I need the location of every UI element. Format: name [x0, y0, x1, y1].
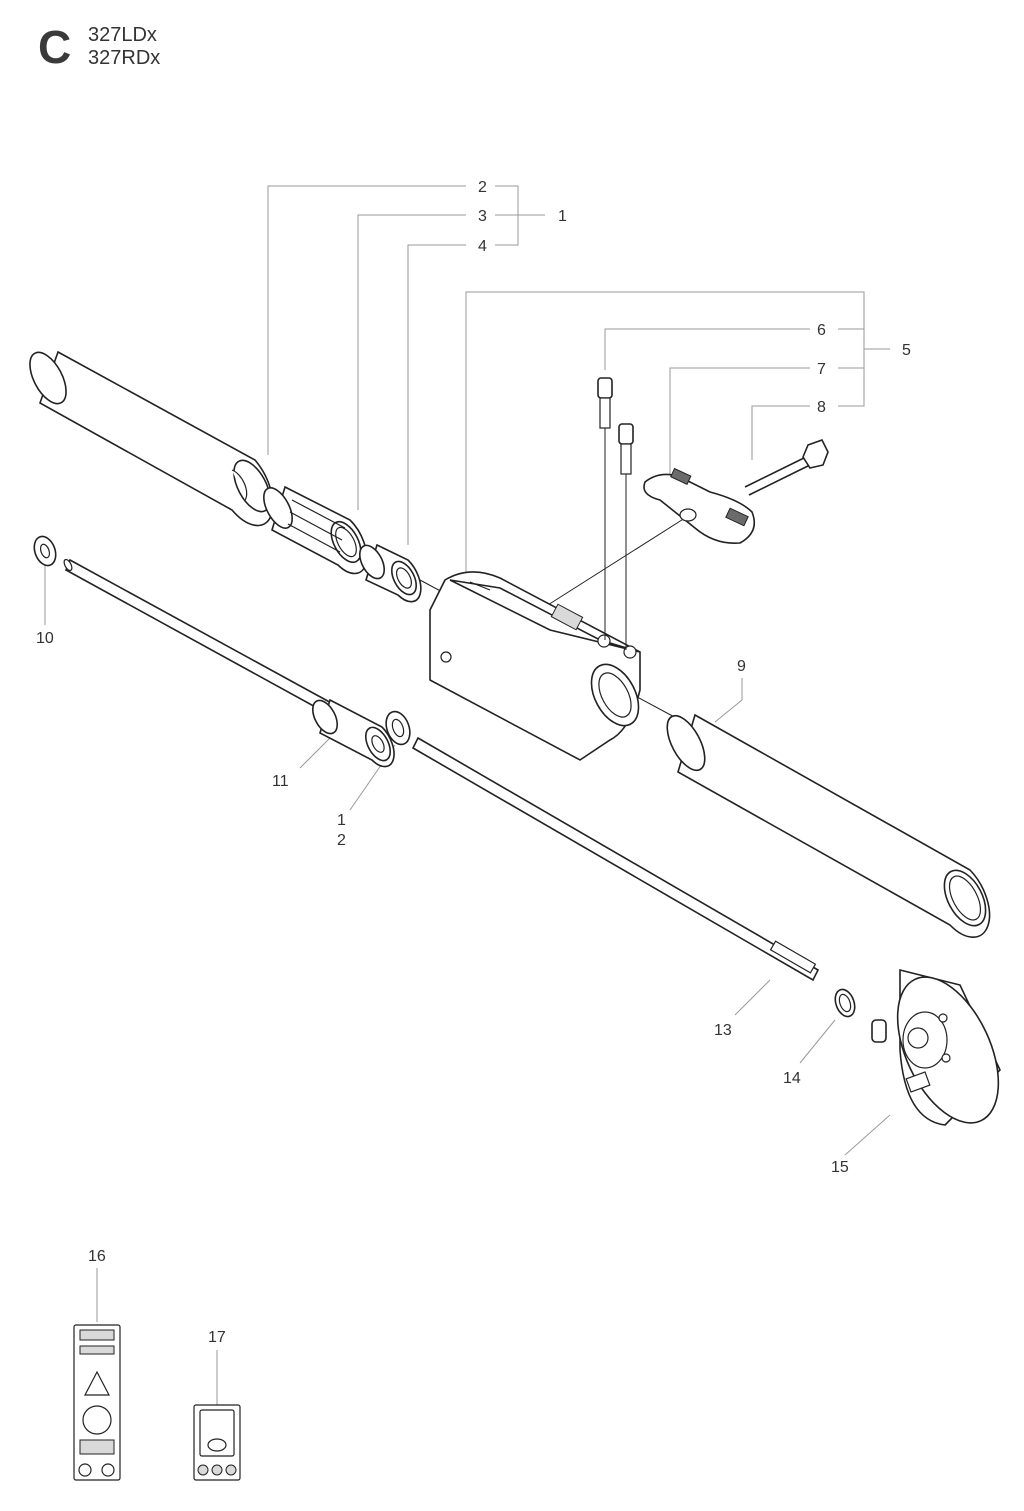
bearing-cage: [263, 485, 368, 575]
eco-decal: [193, 1404, 241, 1481]
callout-2-bottom: 2: [337, 832, 346, 849]
screw-2: [618, 423, 634, 650]
clamp-knob: [643, 467, 756, 545]
callout-4: 4: [478, 238, 487, 255]
callout-5: 5: [902, 342, 911, 359]
shaft-sleeve: [311, 698, 395, 768]
callout-8: 8: [817, 399, 826, 416]
upper-shaft-tube: [29, 350, 274, 527]
callout-13: 13: [714, 1022, 732, 1039]
callout-labels: 2 3 1 4 6 5 7 8 10 9 11 1 2 13 14 15 16 …: [36, 179, 911, 1346]
leader-lines: [44, 185, 891, 1405]
drive-shaft-upper: [63, 558, 337, 717]
callout-11: 11: [272, 773, 289, 790]
callout-1-top: 1: [558, 208, 567, 225]
callout-16: 16: [88, 1248, 106, 1265]
clamp-bolt: [744, 439, 829, 496]
callout-9: 9: [737, 658, 746, 675]
callout-10: 10: [36, 630, 54, 647]
callout-3: 3: [478, 208, 487, 225]
callout-1-bottom: 1: [337, 812, 346, 829]
header: C 327LDx 327RDx: [38, 22, 238, 82]
coupling-housing: [429, 571, 641, 761]
clutch-drum: [871, 968, 1001, 1126]
callout-15: 15: [831, 1159, 849, 1176]
bolt-axis: [539, 517, 686, 611]
lower-shaft-tube: [666, 713, 991, 938]
washer-shaft: [385, 710, 411, 746]
section-letter: C: [38, 21, 72, 73]
drive-shaft-lower: [411, 736, 820, 982]
callout-2-top: 2: [478, 179, 487, 196]
washer-10: [33, 535, 57, 567]
callout-7: 7: [817, 361, 826, 378]
callout-14: 14: [783, 1070, 801, 1087]
callout-17: 17: [208, 1329, 226, 1346]
screw-1: [597, 377, 613, 640]
callout-6: 6: [817, 322, 826, 339]
o-ring: [834, 988, 856, 1018]
model-name-2: 327RDx: [88, 47, 161, 69]
model-name-1: 327LDx: [88, 24, 157, 46]
bushing: [358, 543, 422, 603]
warning-decal: [73, 1324, 121, 1481]
